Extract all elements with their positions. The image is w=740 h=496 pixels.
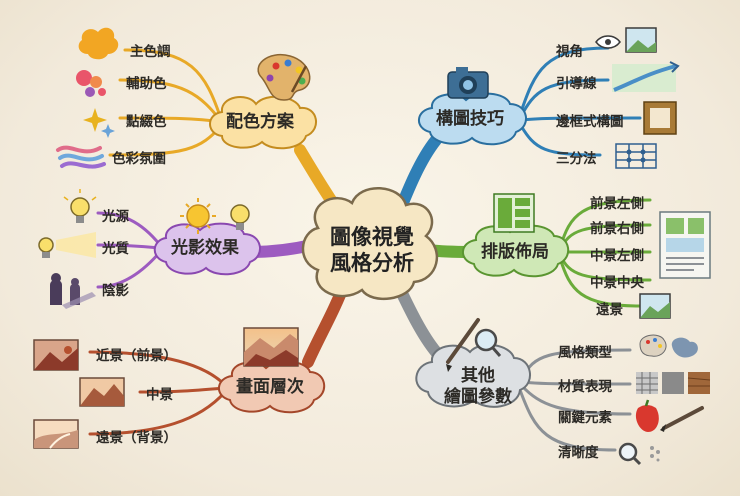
leaf-other-material: 材質表現 — [558, 379, 612, 395]
leaf-layout-2: 前景右側 — [590, 221, 644, 237]
color-blobs-icon — [76, 70, 106, 97]
leaf-other-clarity: 清晰度 — [558, 445, 599, 461]
color-waves-icon — [56, 145, 106, 169]
leading-line-icon — [612, 61, 680, 92]
leaf-layout-5: 遠景 — [596, 302, 623, 318]
mountain-layers-icon — [243, 327, 299, 367]
topic-cloud-light — [153, 222, 261, 276]
center-title-line2: 風格分析 — [330, 251, 414, 275]
magnifier-icon — [618, 442, 660, 466]
topic-composition: 構圖技巧 — [436, 109, 504, 129]
leaf-comp-thirds: 三分法 — [556, 151, 597, 167]
shadow-figures-icon — [50, 273, 96, 309]
frame-icon — [643, 101, 677, 135]
topic-cloud-composition — [418, 92, 527, 146]
leaf-comp-viewpoint: 視角 — [556, 44, 583, 60]
paint-splash-icon — [78, 27, 119, 60]
center-title: 圖像視覺 風格分析 — [320, 224, 424, 276]
light-beam-icon — [38, 232, 96, 258]
camera-icon — [447, 67, 489, 99]
leaf-layer-near: 近景（前景） — [96, 348, 177, 364]
sun-icon — [180, 198, 216, 234]
leaf-color-secondary: 輔助色 — [126, 76, 167, 92]
distant-scene-icon — [639, 293, 671, 319]
topic-color: 配色方案 — [226, 112, 294, 132]
leaf-light-source: 光源 — [102, 209, 129, 225]
topic-layers: 畫面層次 — [236, 377, 304, 397]
leaf-comp-frame: 邊框式構圖 — [556, 114, 624, 130]
mid-landscape-icon — [79, 377, 125, 407]
topic-cloud-layers — [218, 360, 325, 414]
bulb-icon-2 — [230, 204, 250, 230]
leaf-layer-mid: 中景 — [146, 387, 173, 403]
eye-viewpoint-icon — [595, 27, 657, 53]
leaf-comp-leading-line: 引導線 — [556, 76, 597, 92]
style-palette-icon — [639, 334, 698, 358]
leaf-layout-1: 前景左側 — [590, 196, 644, 212]
topic-cloud-color — [209, 95, 317, 150]
leaf-layout-4: 中景中央 — [590, 275, 644, 291]
brush-icon — [660, 406, 704, 432]
topic-cloud-other — [415, 343, 531, 408]
layout-grid-icon — [493, 193, 535, 233]
leaf-layer-far: 遠景（背景） — [96, 430, 177, 446]
topic-other: 其他 繪圖參數 — [438, 366, 518, 408]
center-title-line1: 圖像視覺 — [330, 225, 414, 249]
leaf-color-accent: 點綴色 — [126, 114, 167, 130]
bulb-icon — [63, 189, 97, 223]
near-landscape-icon — [33, 339, 79, 371]
center-cloud — [301, 187, 438, 301]
brush-magnifier-icon — [446, 318, 502, 372]
topic-other-line2: 繪圖參數 — [444, 387, 512, 407]
leaf-light-quality: 光質 — [102, 241, 129, 257]
sparkle-icon — [83, 108, 115, 138]
leaf-other-style: 風格類型 — [558, 345, 612, 361]
texture-swatches-icon — [636, 372, 711, 394]
pepper-icon — [635, 399, 659, 432]
leaf-color-mood: 色彩氛圍 — [112, 151, 166, 167]
leaf-other-elements: 關鍵元素 — [558, 410, 612, 426]
palette-icon — [257, 53, 311, 101]
topic-layout: 排版佈局 — [481, 242, 549, 262]
topic-light: 光影效果 — [171, 238, 239, 258]
leaf-light-shadow: 陰影 — [102, 283, 129, 299]
leaf-color-main: 主色調 — [130, 44, 171, 60]
page-layout-icon — [659, 211, 711, 279]
grid-icon — [615, 143, 657, 169]
topic-other-line1: 其他 — [461, 366, 495, 386]
far-landscape-icon — [33, 419, 79, 449]
leaf-layout-3: 中景左側 — [590, 248, 644, 264]
